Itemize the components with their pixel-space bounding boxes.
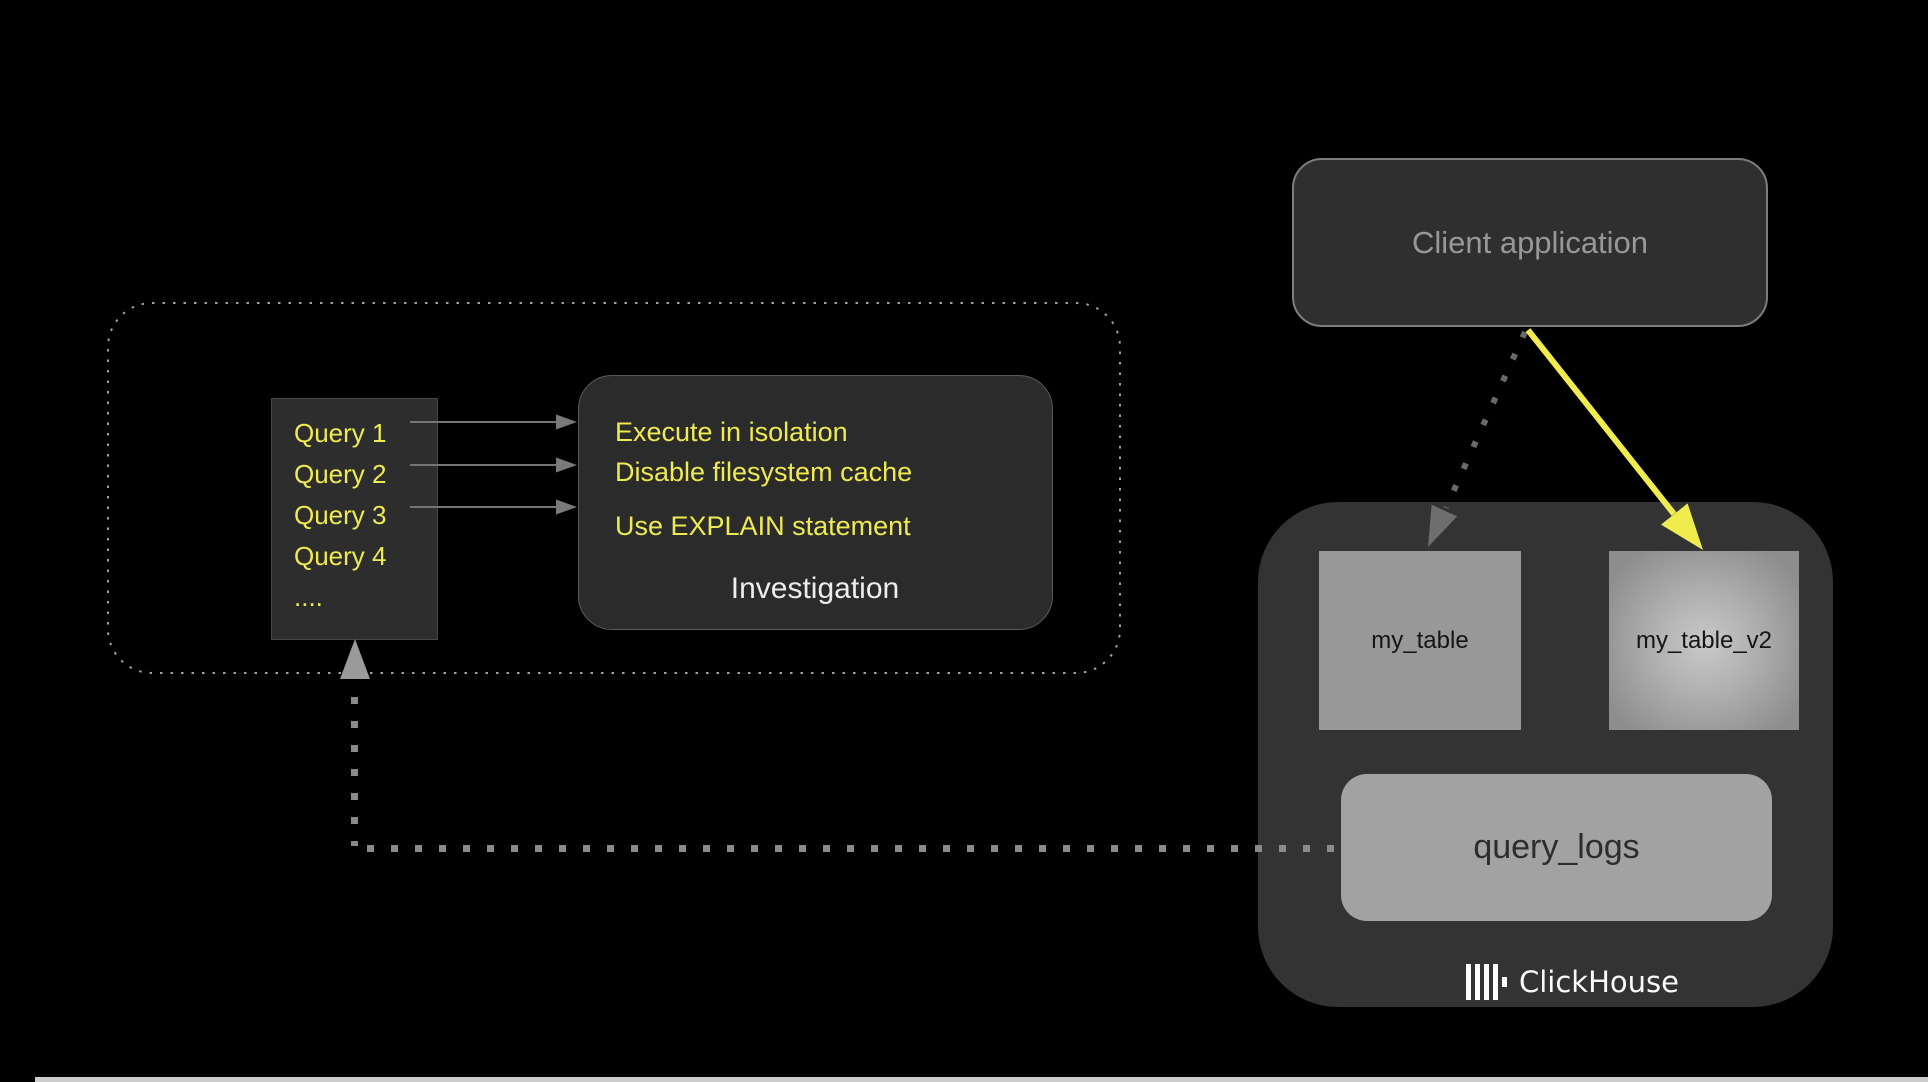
query-list-item: Query 2: [294, 459, 387, 489]
query-logs-label: query_logs: [1473, 828, 1640, 866]
clickhouse-logo-icon: [1466, 962, 1511, 1002]
query-list-item: Query 3: [294, 500, 387, 530]
query-list-item: Query 1: [294, 418, 387, 448]
my-table-box: my_table: [1319, 551, 1521, 730]
investigation-line: Execute in isolation: [615, 417, 848, 447]
client-application-label: Client application: [1411, 224, 1649, 260]
investigation-line: Use EXPLAIN statement: [615, 511, 911, 541]
query-logs-to-query-list-connector: [340, 639, 1339, 852]
query-logs-box: query_logs: [1341, 774, 1772, 921]
my-table-v2-label: my_table_v2: [1635, 626, 1773, 654]
investigation-box-title: Investigation: [730, 572, 900, 605]
clickhouse-container: my_table my_table_v2 query_logs ClickHou…: [1258, 502, 1833, 1007]
my-table-label: my_table: [1371, 626, 1469, 654]
query-list-item: ....: [294, 582, 323, 612]
investigation-box: Execute in isolation Disable filesystem …: [578, 375, 1053, 630]
my-table-v2-box: my_table_v2: [1609, 551, 1799, 730]
query-list-box: Query 1 Query 2 Query 3 Query 4 ....: [271, 398, 438, 640]
bottom-edge-strip: [35, 1077, 1928, 1082]
clickhouse-brand-label: ClickHouse: [1519, 965, 1679, 999]
query-list-item: Query 4: [294, 541, 387, 571]
clickhouse-brand: ClickHouse: [1466, 962, 1679, 1002]
up-arrowhead-icon: [340, 639, 370, 679]
investigation-line: Disable filesystem cache: [615, 457, 913, 487]
client-application-box: Client application: [1292, 158, 1768, 327]
